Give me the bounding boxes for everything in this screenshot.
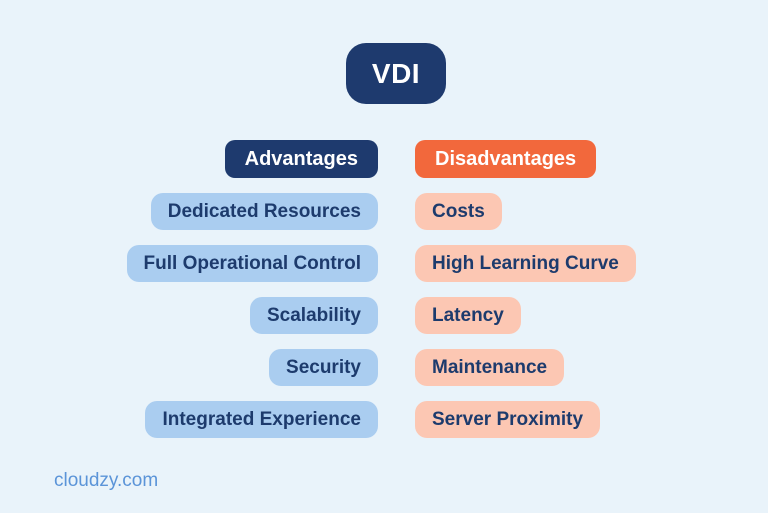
disadvantage-item: Costs [415,193,502,230]
advantage-item: Security [269,349,378,386]
brand-watermark: cloudzy.com [54,470,159,491]
advantage-item: Full Operational Control [126,245,378,282]
advantages-header: Advantages [224,140,378,178]
disadvantage-item: Server Proximity [415,401,601,438]
disadvantages-column: Disadvantages Costs High Learning Curve … [415,140,636,438]
vdi-title-box: VDI [346,43,446,104]
advantage-item: Dedicated Resources [150,193,378,230]
advantages-column: Advantages Dedicated Resources Full Oper… [126,140,378,438]
disadvantage-item: Maintenance [415,349,565,386]
vdi-title-label: VDI [371,57,421,89]
advantage-item: Scalability [250,297,378,334]
advantage-item: Integrated Experience [145,401,378,438]
disadvantage-item: High Learning Curve [415,245,636,282]
disadvantages-header: Disadvantages [415,140,597,178]
disadvantage-item: Latency [415,297,521,334]
